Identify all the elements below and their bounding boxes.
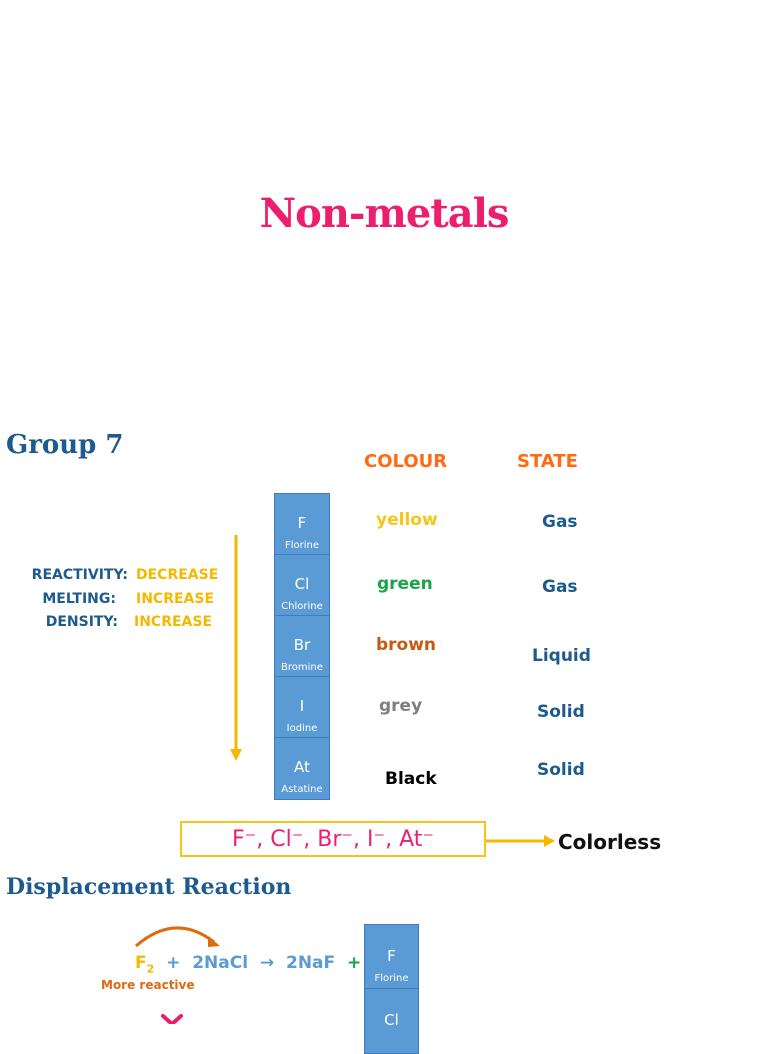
element-symbol: I xyxy=(299,697,305,715)
page-title: Non-metals xyxy=(259,190,510,237)
displacement-element-column: F Florine Cl xyxy=(364,924,419,1054)
state-header: STATE xyxy=(517,451,578,472)
element-symbol: Cl xyxy=(384,1011,399,1029)
eq-nacl: 2NaCl xyxy=(192,953,249,973)
colour-value-i: grey xyxy=(379,696,423,716)
element-cell-i: I Iodine xyxy=(275,677,329,738)
state-value-i: Solid xyxy=(537,702,585,722)
element-cell-at: At Astatine xyxy=(275,738,329,799)
element-name: Florine xyxy=(284,540,320,551)
trend-value-reactivity: DECREASE xyxy=(136,567,219,583)
state-value-f: Gas xyxy=(542,512,578,532)
eq-arrow: → xyxy=(253,953,281,973)
element-symbol: F xyxy=(387,947,396,965)
colour-value-at: Black xyxy=(385,769,437,789)
element-cell-cl: Cl xyxy=(365,989,418,1053)
group-heading: Group 7 xyxy=(6,430,124,460)
element-cell-cl: Cl Chlorine xyxy=(275,555,329,616)
element-symbol: F xyxy=(297,514,307,532)
state-value-cl: Gas xyxy=(542,577,578,597)
colour-value-br: brown xyxy=(376,635,437,655)
element-symbol: At xyxy=(294,758,310,776)
element-name: Chlorine xyxy=(281,601,323,612)
eq-plus-1: + xyxy=(160,953,187,973)
trend-label-melting: MELTING: xyxy=(42,591,116,607)
eq-f2-sub: 2 xyxy=(146,962,155,976)
colour-value-cl: green xyxy=(377,574,433,594)
right-arrow-icon xyxy=(486,835,555,847)
ions-result: Colorless xyxy=(558,830,662,854)
element-name: Bromine xyxy=(281,662,323,673)
element-cell-br: Br Bromine xyxy=(275,616,329,677)
down-arrow-icon xyxy=(230,535,242,761)
element-name: Florine xyxy=(374,973,409,984)
state-value-at: Solid xyxy=(537,760,585,780)
element-symbol: Br xyxy=(293,636,311,654)
element-name: Iodine xyxy=(286,723,318,734)
colour-value-f: yellow xyxy=(376,510,438,530)
element-cell-f: F Florine xyxy=(365,925,418,989)
curved-arrow-icon xyxy=(135,926,220,948)
element-name: Astatine xyxy=(281,784,323,795)
element-symbol: Cl xyxy=(294,575,310,593)
colour-header: COLOUR xyxy=(364,451,448,472)
element-cell-f: F Florine xyxy=(275,494,329,555)
eq-f2: F xyxy=(135,953,147,973)
eq-naf: 2NaF xyxy=(286,953,336,973)
eq-plus-2: + xyxy=(341,953,368,973)
more-reactive-label: More reactive xyxy=(101,978,195,992)
trend-label-reactivity: REACTIVITY: xyxy=(31,567,128,583)
ions-box: F⁻, Cl⁻, Br⁻, I⁻, At⁻ xyxy=(180,821,486,857)
trend-value-melting: INCREASE xyxy=(136,591,215,607)
trend-value-density: INCREASE xyxy=(134,614,213,630)
element-column: F Florine Cl Chlorine Br Bromine I Iodin… xyxy=(274,493,330,800)
trend-label-density: DENSITY: xyxy=(45,614,118,630)
cross-icon xyxy=(161,1014,183,1024)
state-value-br: Liquid xyxy=(532,646,591,666)
displacement-heading: Displacement Reaction xyxy=(6,874,292,900)
displacement-equation: F2 + 2NaCl → 2NaF + Cl2 xyxy=(135,953,399,975)
